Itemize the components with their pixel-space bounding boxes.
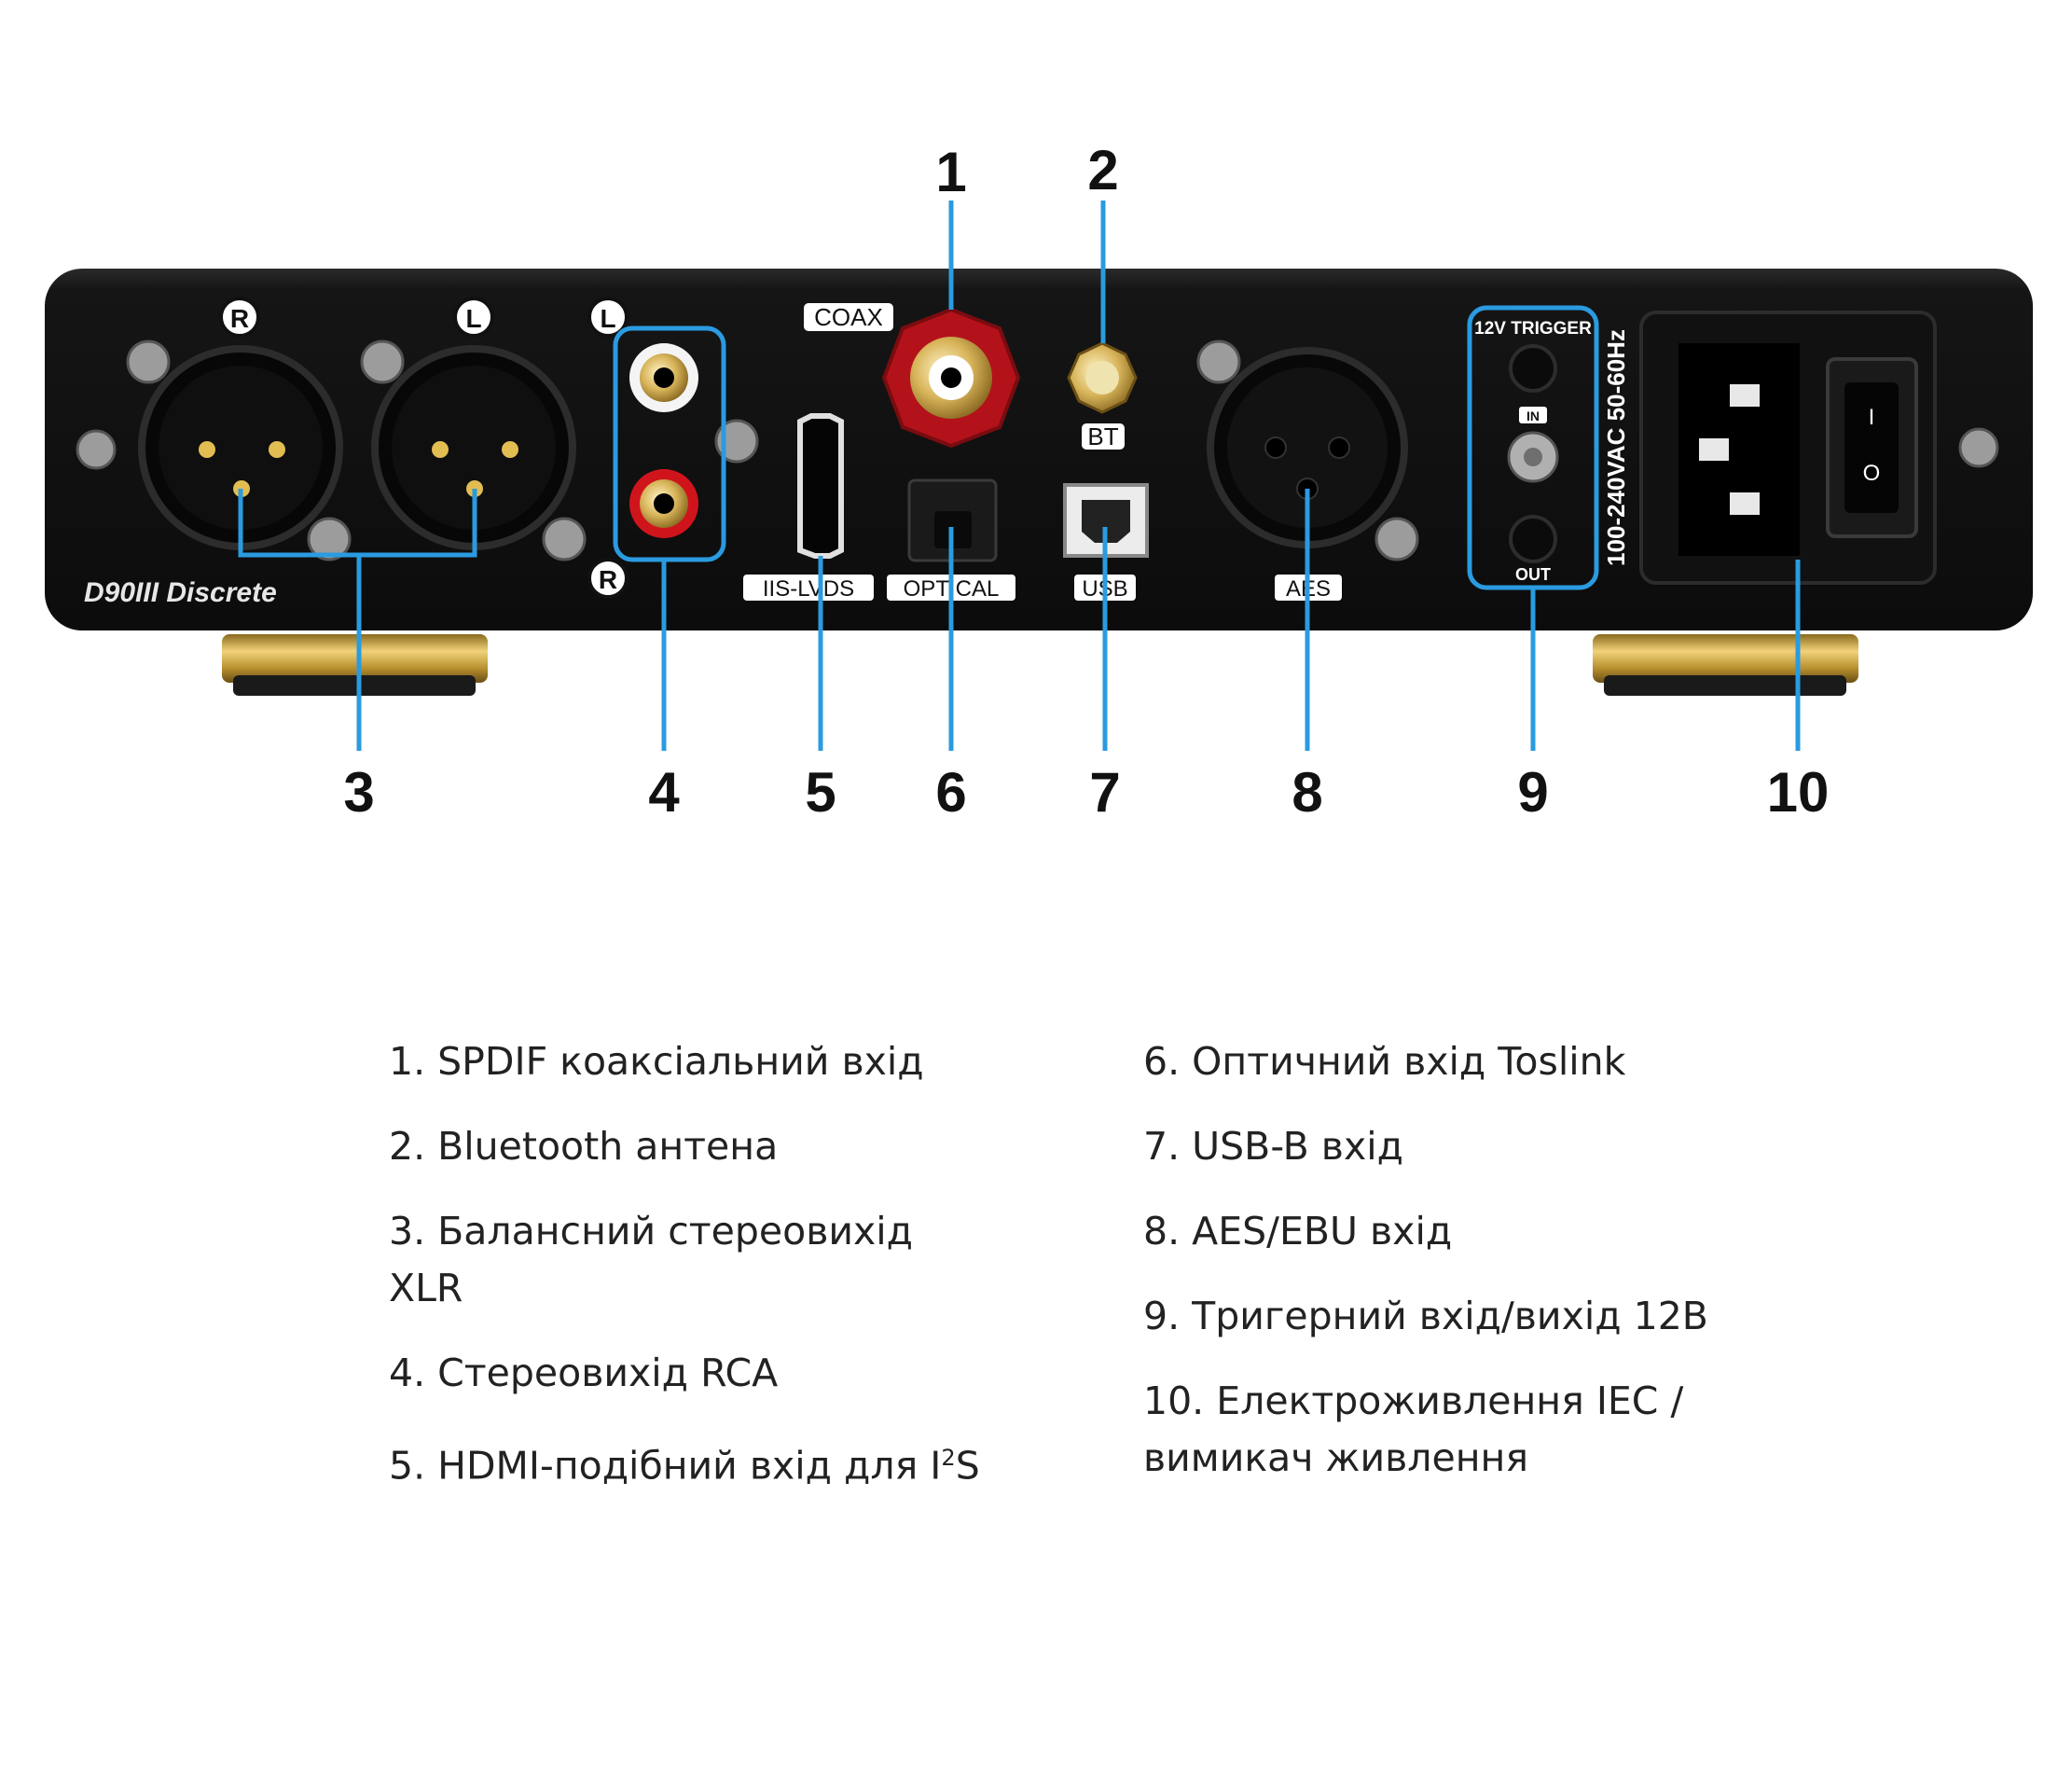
trigger-in-label: IN	[1519, 407, 1547, 423]
switch-off-mark: O	[1863, 461, 1881, 486]
callout-3: 3	[343, 761, 374, 824]
power-spec-label: 100-240VAC 50-60Hz	[1602, 329, 1630, 566]
legend-column-left: 1. SPDIF коаксіальний вхід 2. Bluetooth …	[389, 1033, 986, 1523]
trigger-screw	[1507, 431, 1559, 483]
trigger-input-jack[interactable]	[1509, 344, 1557, 393]
legend-item: 9. Тригерний вхід/вихід 12В	[1143, 1294, 1708, 1338]
legend-column-right: 6. Оптичний вхід Toslink 7. USB-B вхід 8…	[1143, 1033, 1740, 1515]
channel-mark-l-xlr: L	[453, 297, 494, 338]
rca-output-right[interactable]	[629, 469, 698, 538]
legend-item-line: 10. Електроживлення IEC /	[1143, 1378, 1684, 1423]
callout-numbers: 1 2 3 4 5 6 7 8 9 10	[343, 139, 1829, 824]
channel-mark-text: R	[230, 304, 249, 333]
trigger-output-jack[interactable]	[1509, 515, 1557, 563]
legend-item: 4. Стереовихід RCA	[389, 1351, 779, 1395]
aes-ebu-input[interactable]	[1207, 347, 1408, 548]
iec-power-inlet[interactable]	[1678, 343, 1800, 556]
power-switch[interactable]: I O	[1826, 357, 1918, 538]
legend-item-line: вимикач живлення	[1143, 1435, 1528, 1480]
trigger-out-label: OUT	[1515, 565, 1551, 584]
legend-item: 7. USB-B вхід	[1143, 1124, 1403, 1169]
svg-text:IN: IN	[1526, 409, 1540, 423]
channel-mark-text: R	[599, 565, 617, 594]
svg-text:BT: BT	[1087, 422, 1118, 450]
callout-2: 2	[1087, 139, 1118, 201]
callout-10: 10	[1767, 761, 1830, 824]
legend-item: 1. SPDIF коаксіальний вхід	[389, 1039, 924, 1084]
callout-7: 7	[1089, 761, 1120, 824]
svg-text:COAX: COAX	[814, 303, 883, 331]
model-name: D90III Discrete	[84, 577, 277, 608]
xlr-output-right[interactable]	[138, 345, 343, 550]
legend-item: 5. HDMI-подібний вхід для I2S	[389, 1430, 986, 1495]
iis-lvds-input[interactable]	[797, 413, 844, 559]
foot-left	[222, 634, 488, 696]
screws	[76, 339, 1999, 561]
legend-item: 10. Електроживлення IEC / вимикач живленн…	[1143, 1373, 1740, 1487]
legend-item-superscript: 2	[941, 1445, 956, 1471]
channel-mark-text: L	[600, 304, 615, 333]
legend-item-text: S	[955, 1443, 980, 1489]
rca-highlight-box	[613, 326, 726, 562]
legend-item: 8. AES/EBU вхід	[1143, 1209, 1453, 1254]
callout-5: 5	[805, 761, 836, 824]
coaxial-input[interactable]	[881, 307, 1021, 449]
callout-6: 6	[935, 761, 966, 824]
legend-item-text: 5. HDMI-подібний вхід для I	[389, 1443, 942, 1489]
usb-b-input[interactable]	[1063, 483, 1149, 558]
svg-text:IIS-LVDS: IIS-LVDS	[763, 576, 854, 602]
legend-item: 6. Оптичний вхід Toslink	[1143, 1039, 1626, 1084]
bt-label: BT	[1082, 422, 1125, 450]
bluetooth-antenna-connector[interactable]	[1067, 341, 1138, 414]
callout-8: 8	[1292, 761, 1322, 824]
callout-4: 4	[648, 761, 680, 824]
channel-mark-r-rca: R	[587, 558, 629, 599]
switch-on-mark: I	[1869, 405, 1875, 430]
trigger-label: 12V TRIGGER	[1474, 319, 1592, 339]
channel-mark-l-rca: L	[587, 297, 629, 338]
rca-output-left[interactable]	[629, 343, 698, 412]
callout-1: 1	[935, 141, 966, 203]
coax-label: COAX	[804, 303, 893, 331]
legend-item: 2. Bluetooth антена	[389, 1124, 779, 1169]
callout-9: 9	[1517, 761, 1548, 824]
iis-lvds-label: IIS-LVDS	[743, 575, 874, 602]
legend-item: 3. Балансний стереовихід XLR	[389, 1209, 914, 1310]
foot-right	[1593, 634, 1858, 696]
callout-lines	[238, 201, 1801, 751]
xlr-output-left[interactable]	[371, 345, 576, 550]
channel-mark-r-xlr: R	[219, 297, 260, 338]
channel-mark-text: L	[465, 304, 481, 333]
